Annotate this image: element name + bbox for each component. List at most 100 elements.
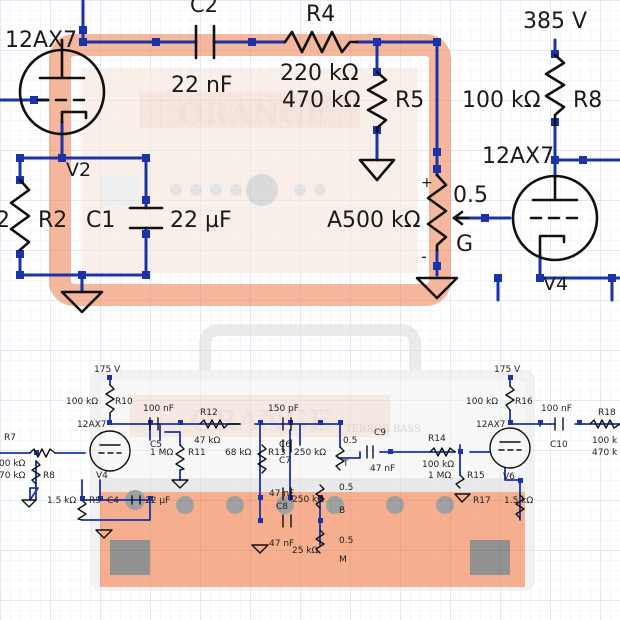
res-r5-symbol: [366, 70, 388, 134]
r16-name: R16: [515, 397, 533, 407]
bass-pot-label: B: [339, 506, 345, 516]
bass-pot-symbol: [315, 484, 325, 509]
r9-value: 1.5 kΩ: [47, 496, 76, 506]
res-r7-symbol: [29, 448, 56, 458]
res-r14-symbol: [429, 447, 456, 457]
r8b-value: 70 kΩ: [0, 471, 26, 481]
cap-c7-symbol: [282, 439, 292, 453]
res-r17-symbol: [515, 494, 525, 519]
top-components: [9, 24, 599, 314]
tube-right-section-label: V4: [543, 273, 568, 295]
res-r13-symbol: [257, 444, 267, 474]
ground-b2: [251, 544, 269, 554]
res-r5-name: R5: [395, 88, 424, 113]
res-r5-value: 470 kΩ: [282, 88, 361, 113]
bass-cap-name: C8: [276, 502, 288, 512]
c10-name: C10: [550, 440, 568, 450]
res-r11-symbol: [175, 444, 185, 471]
cap-c2-name: C2: [190, 0, 218, 17]
r17-value: 1.5 kΩ: [504, 496, 533, 506]
c4-value: 22 µF: [145, 496, 170, 506]
treble-pot-pos: 0.5: [343, 436, 357, 446]
ground-left: [60, 290, 104, 314]
treble-pot-label: T: [342, 459, 349, 469]
bass-pot-value: 250 kΩ: [292, 495, 324, 505]
res-r2-symbol: [9, 178, 31, 252]
r18-value-2: 470 k: [592, 448, 618, 458]
tube-v4-envelope: [511, 174, 599, 262]
mid-pot-symbol: [315, 529, 325, 554]
tube-v4b-elements: [98, 444, 122, 454]
amp-photo-bottom: ORANGE TERROR BASS: [90, 324, 535, 590]
res-r2-name: R2: [38, 208, 67, 233]
bass-cap-value: 47 nF: [269, 489, 294, 499]
tube-right-label: 12AX7: [482, 144, 554, 169]
pot-value: A500 kΩ: [327, 208, 421, 233]
r11-value: 1 MΩ: [150, 448, 173, 458]
mid-pot-label: M: [339, 555, 347, 565]
pot-name: G: [456, 232, 473, 257]
c5-name: C5: [150, 440, 162, 450]
left-edge-fragment: 2: [0, 208, 10, 233]
c6-value: 150 pF: [268, 404, 299, 414]
res-r8-symbol: [544, 53, 566, 127]
supply-right: 175 V: [494, 365, 521, 375]
amp-photo-top: ORANGE: [49, 34, 451, 306]
tube-left-section-label: V2: [66, 159, 91, 181]
r14-name: R14: [428, 434, 446, 444]
pot-g-wiper: [452, 210, 470, 226]
c5-value: 100 nF: [143, 404, 174, 414]
tube-v4-cathode: [538, 234, 566, 257]
tube-left-label: 12AX7: [5, 28, 77, 53]
r13-value: 68 kΩ: [225, 448, 252, 458]
cap-mid-symbol: [282, 514, 292, 528]
tube1-label: 12AX7: [77, 420, 107, 430]
top-labels: 12AX7 V2 C2 22 nF R4 220 kΩ 470 kΩ R5 R2…: [0, 0, 602, 295]
cap-c2-value: 22 nF: [171, 73, 233, 98]
ground-b3: [95, 529, 113, 539]
cap-c2-symbol: [194, 24, 216, 60]
ground-b4: [454, 493, 471, 503]
r10-value: 100 kΩ: [66, 397, 98, 407]
tube-v2-cathode: [60, 110, 88, 124]
r13-name: R13: [268, 448, 286, 458]
cap-c4-symbol: [131, 495, 141, 505]
bottom-labels: 175 V 175 V 100 kΩ R10 12AX7 V4 100 nF C…: [0, 365, 618, 565]
res-r12-symbol: [199, 419, 241, 429]
mid-pot-pos: 0.5: [339, 536, 353, 546]
res-r8b-symbol: [31, 460, 41, 485]
tube1-section: V4: [96, 471, 108, 481]
cap-c6-symbol: [282, 417, 292, 431]
res-r4-name: R4: [306, 2, 335, 27]
tube2-label: 12AX7: [476, 420, 506, 430]
bottom-schematic: 175 V 175 V 100 kΩ R10 12AX7 V4 100 nF C…: [0, 365, 620, 565]
tube-v2-plate: [38, 38, 86, 80]
cap-c1-symbol: [128, 206, 164, 230]
res-r15-symbol: [455, 474, 465, 489]
bass-pot-pos: 0.5: [339, 483, 353, 493]
mid-pot-value: 25 kΩ: [292, 546, 319, 556]
r16-value: 100 kΩ: [466, 397, 498, 407]
mid-cap-value: 47 nF: [269, 539, 294, 549]
r18-value-1: 100 k: [592, 436, 618, 446]
ground-r5: [358, 158, 396, 182]
cap-c9-symbol: [366, 445, 374, 459]
supply-left: 175 V: [94, 365, 121, 375]
c9-name: C9: [374, 428, 386, 438]
r15-name: R15: [467, 471, 485, 481]
tube2-section: V6: [503, 472, 515, 482]
res-r8-value: 100 kΩ: [462, 88, 541, 113]
r12-name: R12: [200, 408, 218, 418]
cap-c1-name: C1: [86, 208, 115, 233]
amp-model-name: TERROR BASS: [345, 424, 421, 435]
res-r4-symbol: [283, 30, 359, 54]
bottom-components: [21, 384, 620, 554]
res-r4-value: 220 kΩ: [280, 61, 359, 86]
tube-v4-plate: [531, 176, 579, 202]
treble-pot-value: 250 kΩ: [294, 448, 326, 458]
c7-name: C7: [279, 456, 291, 466]
r7-name: R7: [4, 433, 16, 443]
supply-voltage: 385 V: [523, 9, 587, 34]
tube-v6-envelope: [489, 427, 531, 469]
